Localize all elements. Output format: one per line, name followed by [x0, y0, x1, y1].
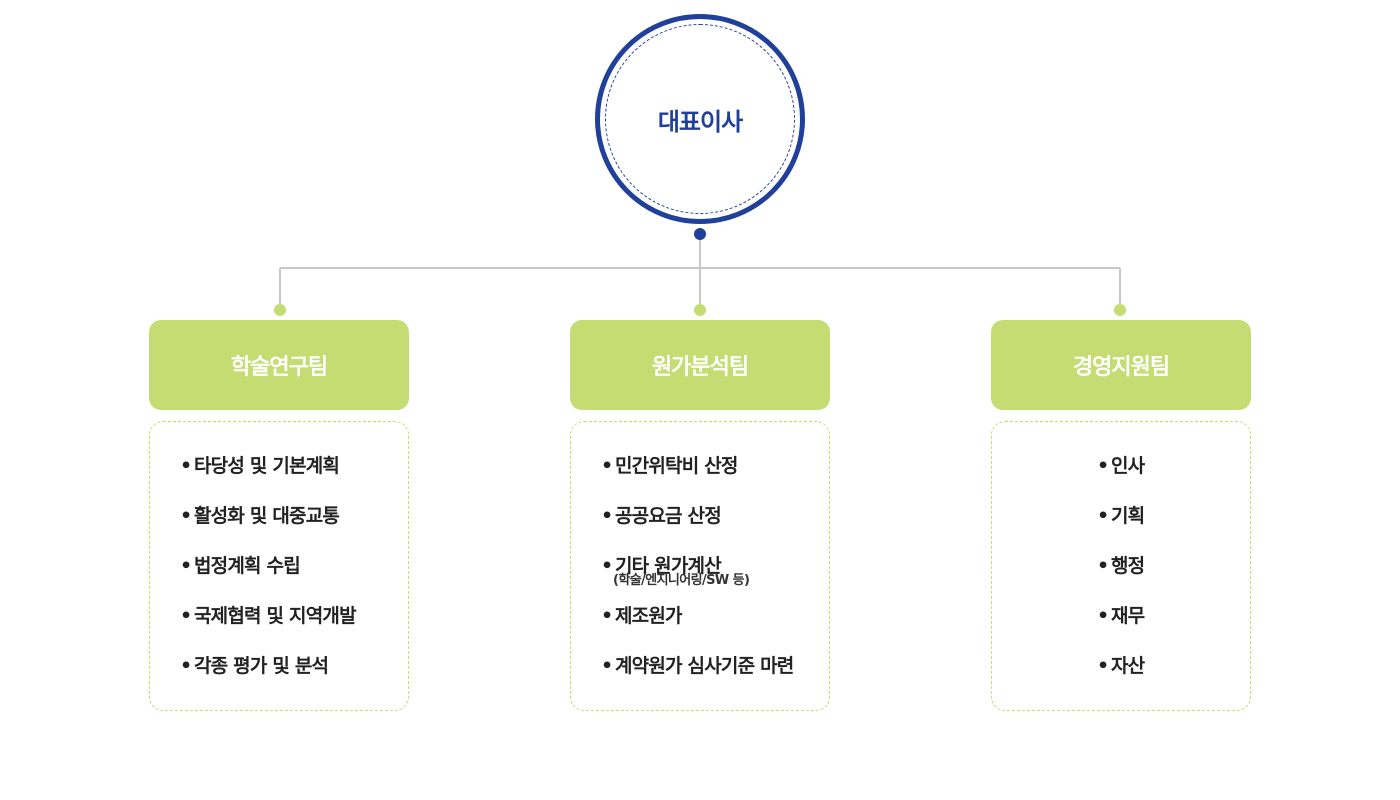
bullet-icon: •: [601, 455, 613, 477]
duty-item: •법정계획 수립: [180, 553, 356, 603]
bullet-icon: •: [601, 655, 613, 677]
team-cost-analysis: 원가분석팀 •민간위탁비 산정 •공공요금 산정 •기타 원가계산(학술/엔지니…: [570, 320, 830, 711]
duty-label: 계약원가 심사기준 마련: [615, 655, 794, 677]
duty-label: 국제협력 및 지역개발: [194, 605, 357, 627]
team-header-research: 학술연구팀: [149, 320, 409, 410]
duty-item: •타당성 및 기본계획: [180, 453, 356, 503]
duty-item: •기타 원가계산(학술/엔지니어링/SW 등): [601, 553, 793, 603]
team-node-dot-research: [274, 304, 286, 316]
duty-label: 공공요금 산정: [615, 505, 722, 527]
bullet-icon: •: [180, 655, 192, 677]
team-node-dot-cost: [694, 304, 706, 316]
ceo-title: 대표이사: [657, 107, 743, 136]
bullet-icon: •: [1097, 455, 1109, 477]
team-node-dot-support: [1114, 304, 1126, 316]
duty-label: 법정계획 수립: [194, 555, 301, 577]
bullet-icon: •: [601, 605, 613, 627]
duty-item: •재무: [1097, 603, 1145, 653]
team-duty-list-management-support: •인사 •기획 •행정 •재무 •자산: [1097, 453, 1145, 703]
bullet-icon: •: [1097, 505, 1109, 527]
bullet-icon: •: [1097, 605, 1109, 627]
bullet-icon: •: [601, 555, 613, 577]
duty-item: •자산: [1097, 653, 1145, 703]
team-header-cost-analysis: 원가분석팀: [570, 320, 830, 410]
bullet-icon: •: [180, 605, 192, 627]
duty-item: •인사: [1097, 453, 1145, 503]
duty-label: 인사: [1111, 455, 1145, 477]
duty-item: •계약원가 심사기준 마련: [601, 653, 794, 703]
team-duties-box-research: •타당성 및 기본계획 •활성화 및 대중교통 •법정계획 수립 •국제협력 및…: [149, 421, 409, 711]
bullet-icon: •: [601, 505, 613, 527]
duty-item: •국제협력 및 지역개발: [180, 603, 357, 653]
team-duty-list-cost-analysis: •민간위탁비 산정 •공공요금 산정 •기타 원가계산(학술/엔지니어링/SW …: [601, 453, 794, 703]
duty-item: •제조원가: [601, 603, 793, 653]
duty-label: 행정: [1111, 555, 1145, 577]
duty-label: 기획: [1111, 505, 1145, 527]
duty-item: •기획: [1097, 503, 1145, 553]
duty-label: 재무: [1111, 605, 1145, 627]
bullet-icon: •: [180, 505, 192, 527]
bullet-icon: •: [1097, 655, 1109, 677]
bullet-icon: •: [180, 455, 192, 477]
duty-label: 기타 원가계산: [615, 555, 722, 577]
ceo-inner-dashed-ring: [605, 24, 795, 214]
duty-item: •각종 평가 및 분석: [180, 653, 356, 703]
duty-label: 각종 평가 및 분석: [194, 655, 329, 677]
duty-label: 자산: [1111, 655, 1145, 677]
duty-item: •활성화 및 대중교통: [180, 503, 356, 553]
team-duties-box-management-support: •인사 •기획 •행정 •재무 •자산: [991, 421, 1251, 711]
team-research: 학술연구팀 •타당성 및 기본계획 •활성화 및 대중교통 •법정계획 수립 •…: [149, 320, 409, 711]
ceo-node-dot: [694, 228, 706, 240]
duty-label: 제조원가: [615, 605, 683, 627]
duty-item: •공공요금 산정: [601, 503, 793, 553]
ceo-circle: 대표이사: [595, 14, 805, 224]
team-header-management-support: 경영지원팀: [991, 320, 1251, 410]
bullet-icon: •: [1097, 555, 1109, 577]
duty-item: •행정: [1097, 553, 1145, 603]
duty-item: •민간위탁비 산정: [601, 453, 793, 503]
bullet-icon: •: [180, 555, 192, 577]
team-management-support: 경영지원팀 •인사 •기획 •행정 •재무 •자산: [991, 320, 1251, 711]
team-duty-list-research: •타당성 및 기본계획 •활성화 및 대중교통 •법정계획 수립 •국제협력 및…: [180, 453, 357, 703]
team-duties-box-cost-analysis: •민간위탁비 산정 •공공요금 산정 •기타 원가계산(학술/엔지니어링/SW …: [570, 421, 830, 711]
duty-label: 활성화 및 대중교통: [194, 505, 340, 527]
duty-note: (학술/엔지니어링/SW 등): [613, 573, 750, 588]
duty-label: 타당성 및 기본계획: [194, 455, 340, 477]
duty-label: 민간위탁비 산정: [615, 455, 738, 477]
